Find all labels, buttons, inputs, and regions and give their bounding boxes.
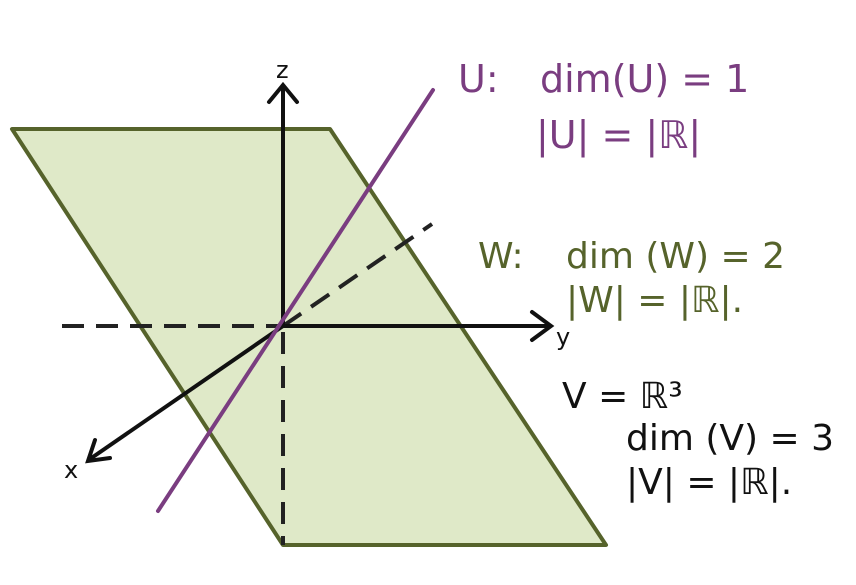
x-axis-arrowhead: [85, 438, 112, 464]
plane-w: [10, 127, 608, 547]
u-card-label: |U| = |ℝ|: [536, 113, 701, 158]
u-name-label: U:: [458, 57, 499, 101]
v-card-label: |V| = |ℝ|.: [626, 462, 792, 503]
w-dim-label: dim (W) = 2: [566, 236, 785, 277]
z-axis-arrowhead: [267, 81, 299, 104]
v-dim-label: dim (V) = 3: [626, 418, 834, 459]
line-u: [156, 88, 435, 513]
x-axis: [88, 324, 285, 461]
v-def-label: V = ℝ³: [562, 376, 683, 417]
y-axis-label: y: [556, 323, 570, 351]
w-card-label: |W| = |ℝ|.: [566, 280, 743, 321]
z-axis-label: z: [276, 56, 289, 84]
y-axis-arrowhead: [530, 310, 555, 342]
w-name-label: W:: [478, 236, 524, 277]
u-dim-label: dim(U) = 1: [540, 57, 749, 101]
x-axis-negative: [281, 222, 434, 328]
x-axis-label: x: [64, 456, 78, 484]
